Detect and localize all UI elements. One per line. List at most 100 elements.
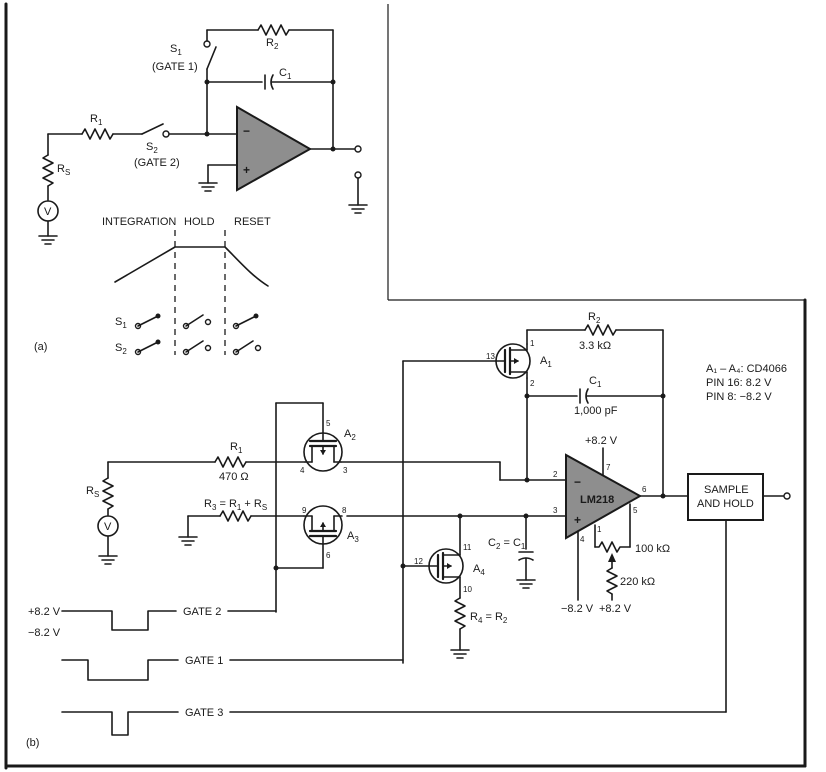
resistor-220k <box>606 567 618 595</box>
supply-vplus: +8.2 V <box>585 435 618 447</box>
a2-pin-4: 4 <box>300 466 305 475</box>
row-s2-label: S2 <box>115 342 127 356</box>
note-ic: A₁ – A₄: CD4066 <box>706 363 787 375</box>
pin-6: 6 <box>642 485 647 494</box>
integrator-waveform <box>114 246 269 287</box>
part-a-label: (a) <box>34 341 47 353</box>
resistor-rs-a <box>42 154 54 187</box>
a4-pin-11: 11 <box>463 543 472 552</box>
note-pin8: PIN 8: −8.2 V <box>706 391 772 403</box>
svg-text:S1: S1 <box>170 43 182 57</box>
a3-pin-8: 8 <box>342 506 347 515</box>
label-r2-a: R2 <box>266 37 279 51</box>
label-rs-a: RS <box>57 163 70 177</box>
pot-100k <box>594 541 631 553</box>
row-s1-label: S1 <box>115 316 127 330</box>
label-r1-b: R1 <box>230 441 243 455</box>
switch-s2-blade <box>141 123 164 135</box>
opamp-name: LM218 <box>580 494 614 506</box>
part-b-label: (b) <box>26 737 39 749</box>
label-rs-b: RS <box>86 485 99 499</box>
resistor-r1-b <box>214 456 247 468</box>
timing-diagram-a: INTEGRATION HOLD RESET S1 S2 (a) <box>34 216 271 356</box>
gate2-waveform <box>61 610 177 631</box>
gate3-waveform <box>61 711 179 736</box>
analog-switch-a1 <box>495 343 531 379</box>
capacitor-c1-b <box>579 388 589 404</box>
pin-7: 7 <box>606 463 611 472</box>
s1-states <box>134 313 259 330</box>
label-r3: R3 = R1 + RS <box>204 498 267 512</box>
phase-integration: INTEGRATION <box>102 216 176 228</box>
supply-vminus: −8.2 V <box>561 603 594 615</box>
label-a3: A3 <box>347 530 359 544</box>
opamp-a-minus: − <box>243 124 250 138</box>
c1-value: 1,000 pF <box>574 405 618 417</box>
label-s2: S2 (GATE 2) <box>134 141 180 169</box>
phase-reset: RESET <box>234 216 271 228</box>
a1-pin-13: 13 <box>486 352 495 361</box>
sample-hold-block <box>687 473 764 521</box>
ground-icon <box>348 204 368 214</box>
analog-switch-a4 <box>402 515 464 599</box>
gate1-label: GATE 1 <box>185 655 223 667</box>
ground-icon <box>38 235 58 245</box>
label-r1-a: R1 <box>90 113 103 127</box>
s2-states <box>134 339 262 356</box>
phase-hold: HOLD <box>184 216 215 228</box>
a3-pin-9: 9 <box>302 506 307 515</box>
r2-value: 3.3 kΩ <box>579 340 611 352</box>
trim-supply-label: +8.2 V <box>599 603 632 615</box>
part-a-circuit: − + <box>37 24 368 245</box>
source-a-label: V <box>44 206 52 218</box>
gate-level-high: +8.2 V <box>28 606 61 618</box>
a3-pin-6: 6 <box>326 551 331 560</box>
gate-waveforms: +8.2 V −8.2 V GATE 2 GATE 1 GATE 3 (b) <box>26 606 727 749</box>
label-a1: A1 <box>540 355 552 369</box>
label-r4: R4 = R2 <box>470 611 508 625</box>
svg-text:R1: R1 <box>90 113 103 127</box>
ground-icon <box>178 536 198 546</box>
analog-switch-a2 <box>303 402 343 472</box>
label-s1: S1 (GATE 1) <box>152 43 198 73</box>
resistor-r2-a <box>257 24 290 36</box>
resistor-rs-b <box>102 477 114 510</box>
svg-text:(GATE 1): (GATE 1) <box>152 61 198 73</box>
svg-text:RS: RS <box>57 163 70 177</box>
note-pin16: PIN 16: 8.2 V <box>706 377 772 389</box>
a2-pin-3: 3 <box>343 466 348 475</box>
label-a4: A4 <box>473 563 485 577</box>
pot-100k-label: 100 kΩ <box>635 543 670 555</box>
pin-2: 2 <box>553 470 558 479</box>
capacitor-c1-a <box>264 74 274 90</box>
resistor-r4 <box>454 597 466 630</box>
label-c1-b: C1 <box>589 375 602 389</box>
label-r2-b: R2 <box>588 311 601 325</box>
label-a2: A2 <box>344 428 356 442</box>
pin-3: 3 <box>553 506 558 515</box>
pin-1: 1 <box>597 525 602 534</box>
sample-hold-line1: SAMPLE <box>704 484 749 496</box>
a2-pin-5: 5 <box>326 419 331 428</box>
ground-icon <box>450 649 470 659</box>
pin-4: 4 <box>580 535 585 544</box>
svg-text:R2: R2 <box>266 37 279 51</box>
gate-level-low: −8.2 V <box>28 627 61 639</box>
opamp-a <box>236 105 313 192</box>
ground-icon <box>198 182 218 192</box>
output-terminal-a <box>354 145 362 153</box>
part-b-circuit: − + LM218 2 3 +8.2 V 7 6 4 −8.2 V 1 5 10… <box>86 311 791 713</box>
output-terminal-b <box>783 492 791 500</box>
a4-pin-10: 10 <box>463 585 472 594</box>
resistor-r2-b <box>584 324 617 336</box>
a4-pin-12: 12 <box>414 557 423 566</box>
ground-icon <box>98 555 118 565</box>
opamp-b-minus: − <box>574 475 581 489</box>
resistor-r1-a <box>81 128 114 140</box>
label-c2: C2 = C1 <box>488 537 526 551</box>
opamp-a-plus: + <box>243 163 250 177</box>
analog-switch-a3 <box>303 505 343 569</box>
svg-text:(GATE 2): (GATE 2) <box>134 157 180 169</box>
svg-text:S2: S2 <box>146 141 158 155</box>
